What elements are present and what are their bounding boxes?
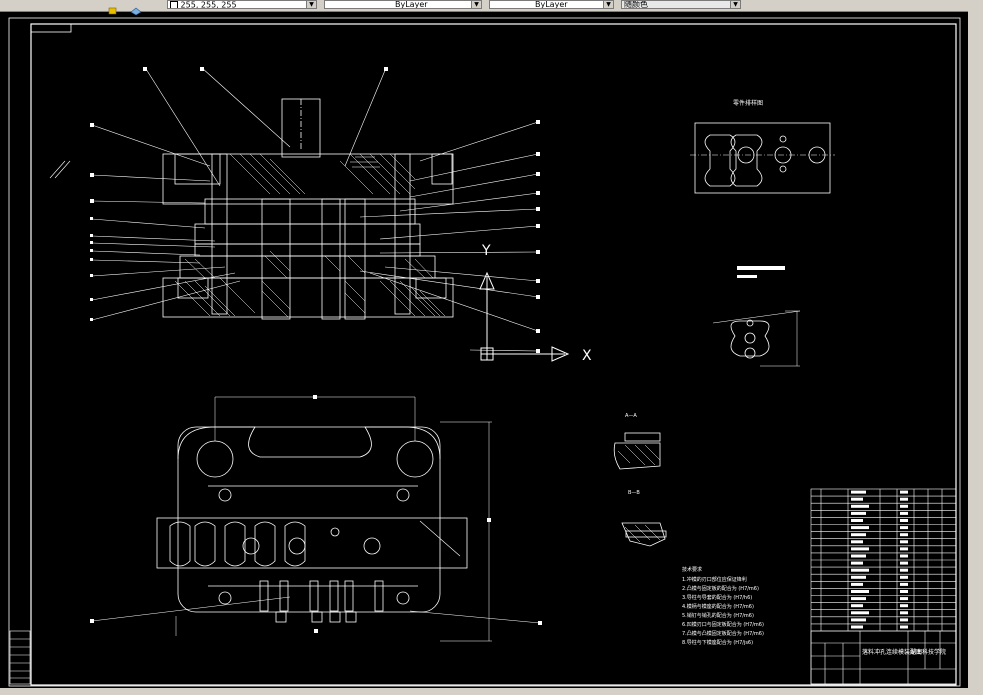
color-swatch-icon	[170, 1, 178, 8]
chevron-down-icon[interactable]: ▼	[603, 1, 613, 8]
ucs-y-label: Y	[481, 243, 491, 259]
color-value: 255, 255, 255	[180, 0, 237, 9]
section-views: A—A B—B	[613, 413, 667, 547]
tech-note: 8.导柱与下模座配合为 (H7/js6)	[682, 639, 753, 646]
part-drawing-view	[712, 266, 801, 367]
lineweight-combo[interactable]: ByLayer ▼	[489, 0, 614, 9]
linetype-combo[interactable]: ByLayer ▼	[324, 0, 482, 9]
school-name: 湖南科技学院	[910, 648, 946, 656]
technical-requirements: 技术要求 1.冲模的刃口部位应保证锋利 2.凸模与固定板的配合为 (H7/m6)…	[682, 566, 764, 646]
revision-block	[9, 630, 31, 685]
strip-layout-title: 零件排样图	[733, 99, 763, 107]
tech-title: 技术要求	[682, 566, 702, 573]
section-b-label: B—B	[628, 490, 640, 496]
sheet-border	[8, 17, 961, 687]
strip-layout-view: 零件排样图	[690, 99, 835, 194]
ucs-x-label: X	[582, 348, 592, 364]
ucs-icon	[479, 271, 570, 362]
section-a-label: A—A	[625, 413, 637, 419]
window-right-edge	[968, 11, 983, 695]
inner-frame	[30, 23, 957, 686]
window-bottom-edge	[0, 688, 968, 695]
tech-note: 2.凸模与固定板的配合为 (H7/m6)	[682, 585, 759, 592]
plotstyle-value: 随颜色	[624, 0, 648, 9]
drawing-canvas[interactable]: Y X	[0, 11, 968, 688]
chevron-down-icon[interactable]: ▼	[306, 1, 316, 8]
properties-toolbar: 255, 255, 255 ▼ ByLayer ▼ ByLayer ▼ 随颜色 …	[0, 0, 983, 16]
lineweight-value: ByLayer	[535, 0, 568, 9]
color-combo[interactable]: 255, 255, 255 ▼	[167, 0, 317, 9]
tech-note: 7.凸模与凸模固定板配合为 (H7/m6)	[682, 630, 764, 637]
tech-note: 6.凹模刃口与固定板配合为 (H7/m6)	[682, 621, 764, 628]
tech-note: 4.模柄与模座的配合为 (H7/m6)	[682, 603, 754, 610]
tech-note: 3.导柱与导套的配合为 (H7/h6)	[682, 594, 752, 601]
plan-view	[90, 395, 542, 642]
frame-corner-tag	[30, 23, 72, 33]
chevron-down-icon[interactable]: ▼	[471, 1, 481, 8]
parts-list-table	[810, 488, 957, 685]
layer-icon[interactable]	[108, 0, 118, 15]
main-section-view	[49, 67, 540, 353]
layer-previous-icon[interactable]	[130, 0, 142, 16]
drawing-name: 落料冲孔连续模装配图	[862, 648, 922, 656]
linetype-value: ByLayer	[395, 0, 428, 9]
tech-note: 1.冲模的刃口部位应保证锋利	[682, 576, 747, 583]
chevron-down-icon[interactable]: ▼	[730, 1, 740, 8]
plotstyle-combo[interactable]: 随颜色 ▼	[621, 0, 741, 9]
tech-note: 5.销钉与销孔的配合为 (H7/m6)	[682, 612, 754, 619]
